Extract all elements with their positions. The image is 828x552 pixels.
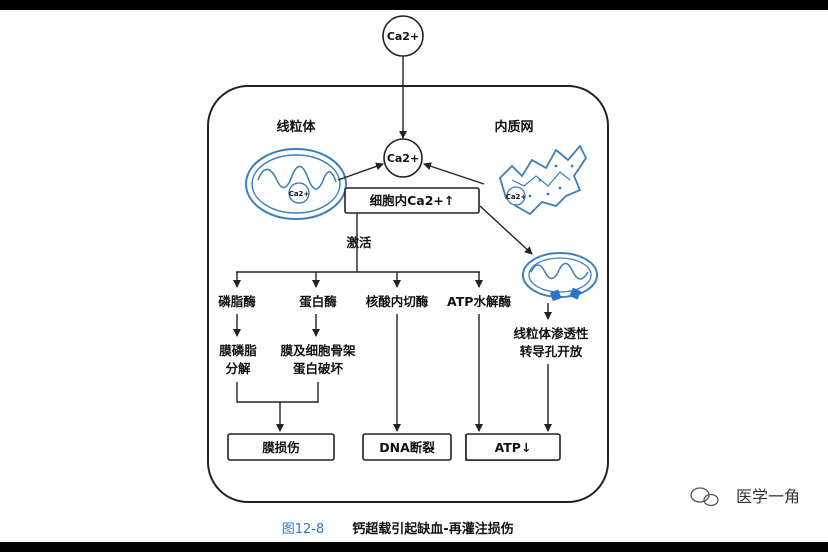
ca-center-circle bbox=[383, 138, 423, 178]
effect-phospholipid-line2: 分解 bbox=[225, 361, 251, 376]
mitochondrion-icon bbox=[245, 148, 347, 220]
outcome-dna-box bbox=[362, 433, 452, 461]
arrow-ca-to-mito-pore bbox=[479, 205, 533, 255]
effect-protein-line1: 膜及细胞骨架 bbox=[280, 343, 356, 358]
outcome-dna-break: DNA断裂 bbox=[379, 440, 435, 455]
mptp-line1: 线粒体渗透性 bbox=[513, 326, 589, 341]
er-label: 内质网 bbox=[494, 119, 533, 135]
enzyme-phospholipase: 磷脂酶 bbox=[218, 294, 256, 309]
arrow-er-to-ca bbox=[423, 162, 485, 185]
outcome-membrane-injury: 膜损伤 bbox=[262, 440, 300, 455]
cell-boundary bbox=[207, 85, 609, 503]
figure-canvas: Ca2+ Ca2+ 线粒体 内质网 Ca2+ Ca2+ 细胞内Ca2+↑ 激活 … bbox=[0, 10, 828, 542]
er-icon bbox=[498, 144, 588, 216]
enzyme-protease: 蛋白酶 bbox=[299, 294, 337, 309]
outcome-atp-down: ATP↓ bbox=[495, 440, 532, 455]
mitochondria-label: 线粒体 bbox=[276, 119, 316, 135]
ca-er-label: Ca2+ bbox=[506, 193, 527, 201]
wechat-watermark bbox=[690, 487, 719, 507]
mptp-line2: 转导孔开放 bbox=[520, 344, 583, 359]
intracellular-ca-box bbox=[344, 187, 480, 214]
ca-top-label: Ca2+ bbox=[387, 30, 419, 43]
figure-number: 图12-8 bbox=[282, 522, 325, 537]
outcome-membrane-box bbox=[227, 433, 335, 461]
arrow-mito-to-ca bbox=[337, 162, 384, 181]
merge-bracket bbox=[236, 382, 319, 403]
figure-title: 钙超载引起缺血-再灌注损伤 bbox=[352, 521, 513, 537]
enzyme-atpase: ATP水解酶 bbox=[447, 294, 511, 309]
ca-mito-label: Ca2+ bbox=[289, 190, 310, 198]
mitochondrion-pore-icon bbox=[522, 252, 598, 302]
watermark-text: 医学一角 bbox=[736, 487, 800, 506]
effect-phospholipid-line1: 膜磷脂 bbox=[219, 343, 257, 358]
intracellular-ca-label: 细胞内Ca2+↑ bbox=[370, 193, 455, 208]
outcome-atp-box-frame bbox=[465, 433, 561, 461]
effect-protein-line2: 蛋白破坏 bbox=[293, 361, 344, 376]
calcium-overload-diagram: Ca2+ Ca2+ 线粒体 内质网 Ca2+ Ca2+ 细胞内Ca2+↑ 激活 … bbox=[207, 15, 800, 537]
activate-label: 激活 bbox=[346, 235, 372, 250]
enzyme-endonuclease: 核酸内切酶 bbox=[366, 294, 429, 309]
ca-center-label: Ca2+ bbox=[387, 152, 419, 165]
